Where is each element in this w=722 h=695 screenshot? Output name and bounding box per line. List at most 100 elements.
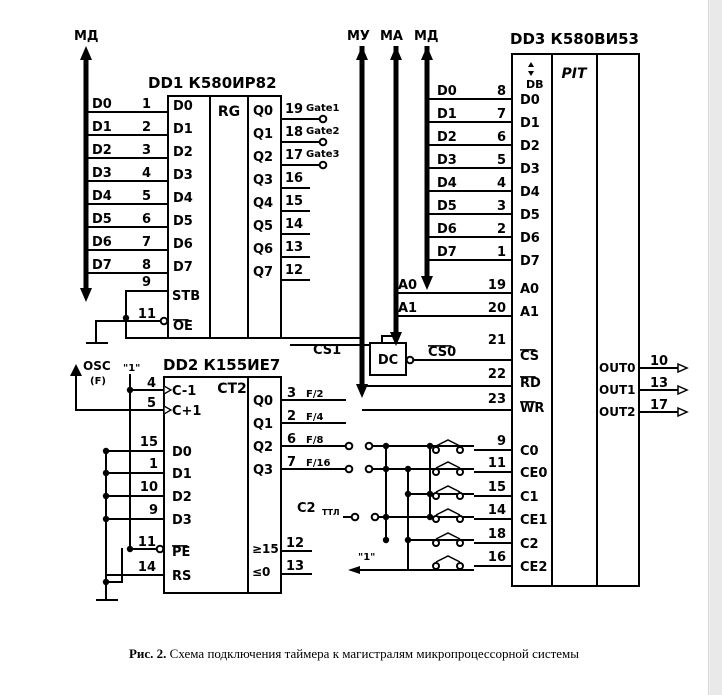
bus-ma-arrow-top <box>390 46 402 60</box>
dd2-output-2: Q2 <box>253 440 273 455</box>
dd1-output-pin-5: 14 <box>285 217 303 232</box>
dd2-output-1: Q1 <box>253 417 273 432</box>
matrix-junction-9 <box>382 536 390 544</box>
dd3-input-pin-2: 6 <box>497 130 506 145</box>
dd3-db-arrow-up <box>528 62 534 67</box>
dd2-data-pin-1: 1 <box>149 457 158 472</box>
matrix-junction-6 <box>426 490 434 498</box>
dd1-output-1: Q1 <box>253 127 273 142</box>
dd3-ctrl-pin-4: 18 <box>488 527 506 542</box>
dd2-data-2: D2 <box>172 490 192 505</box>
decoder-cs0: CS0 <box>428 345 456 360</box>
jumper-b-3 <box>456 515 464 523</box>
dd3-output-arrow-2 <box>677 406 689 418</box>
dd3-db: DB <box>526 78 544 91</box>
dd3-bus-line-1: D1 <box>437 107 457 122</box>
dd3-ctrl-1: CE0 <box>520 466 547 481</box>
dd3-input-pin-6: 2 <box>497 222 506 237</box>
jumper-link-5 <box>435 555 461 563</box>
dd2-data-1: D1 <box>172 467 192 482</box>
dd2-title: DD2 К155ИЕ7 <box>163 356 280 374</box>
dd2-ground-rail <box>105 451 123 583</box>
dd3-wr-pin: 23 <box>488 392 506 407</box>
dd2-pe: PE <box>172 545 190 560</box>
matrix-junction-3 <box>404 465 412 473</box>
dd1-type: RG <box>218 104 240 120</box>
dd1-bus-line-1: D1 <box>92 120 112 135</box>
caption-text: Схема подключения таймера к магистралям … <box>169 646 580 661</box>
dd3-input-pin-5: 3 <box>497 199 506 214</box>
bus-ma-arrow-bottom <box>390 332 402 346</box>
dd1-input-2: D2 <box>173 145 193 160</box>
dd2-carry-1: ≤0 <box>252 565 270 579</box>
dd3-input-6: D6 <box>520 231 540 246</box>
dd1-bus-line-3: D3 <box>92 166 112 181</box>
dd2-output-pin-2: 6 <box>287 432 296 447</box>
gate-terminal-2 <box>318 160 328 170</box>
jumper-b-0 <box>456 446 464 454</box>
dd3-title: DD3 К580ВИ53 <box>510 30 639 48</box>
dd1-input-3: D3 <box>173 168 193 183</box>
dd1-oe-pin: 11 <box>138 307 156 322</box>
matrix-junction-7 <box>426 513 434 521</box>
bus-md-left-arrow-top <box>80 46 92 60</box>
dd1-output-pin-7: 12 <box>285 263 303 278</box>
dd3-addr-pin-1: 20 <box>488 301 506 316</box>
dd3-ctrl-pin-1: 11 <box>488 456 506 471</box>
dd2-data-3: D3 <box>172 513 192 528</box>
dd2-type: CT2 <box>217 381 247 397</box>
dd1-input-pin-0: 1 <box>142 97 151 112</box>
dd3-input-pin-4: 4 <box>497 176 506 191</box>
c2ttl-main: C2 <box>297 501 316 516</box>
dd2-data-0: D0 <box>172 445 192 460</box>
bus-ma-label: МА <box>380 29 403 44</box>
dd3-input-2: D2 <box>520 139 540 154</box>
figure-caption: Рис. 2. Схема подключения таймера к маги… <box>0 646 708 662</box>
dd1-bus-line-5: D5 <box>92 212 112 227</box>
decoder-cs1: CS1 <box>313 343 341 358</box>
dd3-input-0: D0 <box>520 93 540 108</box>
dd3-bus-line-4: D4 <box>437 176 457 191</box>
dd3-output-arrow-0 <box>677 362 689 374</box>
dd3-input-1: D1 <box>520 116 540 131</box>
decoder-output-inversion <box>405 355 415 365</box>
dd2-output-3: Q3 <box>253 463 273 478</box>
matrix-junction-1 <box>382 465 390 473</box>
dd1-middle-section <box>209 95 249 339</box>
dd1-input-pin-7: 8 <box>142 258 151 273</box>
dd1-output-pin-4: 15 <box>285 194 303 209</box>
dd3-ctrl-0: C0 <box>520 444 539 459</box>
dd1-output-6: Q6 <box>253 242 273 257</box>
dd3-output-0: OUT0 <box>599 361 635 375</box>
dd1-input-pin-1: 2 <box>142 120 151 135</box>
jumper-link-3 <box>435 508 461 516</box>
dd1-input-5: D5 <box>173 214 193 229</box>
vertical-scrollbar[interactable] <box>710 0 722 695</box>
wires <box>75 46 678 601</box>
dd3-bus-line-5: D5 <box>437 199 457 214</box>
marks <box>70 46 689 586</box>
dd2-freq-2: F/8 <box>306 435 323 446</box>
dd3-bus-line-3: D3 <box>437 153 457 168</box>
gate-terminal-1 <box>318 137 328 147</box>
dd2-clk-0: C-1 <box>172 384 196 399</box>
dd1-output-0: Q0 <box>253 104 273 119</box>
dd3-input-pin-7: 1 <box>497 245 506 260</box>
dd2-freq-1: F/4 <box>306 412 323 423</box>
dd3-input-4: D4 <box>520 185 540 200</box>
dd3-type: PIT <box>561 66 587 82</box>
dd3-ctrl-pin-2: 15 <box>488 480 506 495</box>
dd1-input-6: D6 <box>173 237 193 252</box>
jumper-b-1 <box>456 468 464 476</box>
dd3-rd-pin: 22 <box>488 367 506 382</box>
dd2-clk-pin-1: 5 <box>147 396 156 411</box>
decoder-label: DC <box>378 353 398 368</box>
jumper-b-4 <box>456 539 464 547</box>
dd2-output-0: Q0 <box>253 394 273 409</box>
one-label-bottom: "1" <box>358 552 375 563</box>
dd1-output-5: Q5 <box>253 219 273 234</box>
jumper-link-0 <box>435 439 461 447</box>
dd1-stb-junction <box>122 314 130 322</box>
dd2-data-junction-1 <box>102 469 110 477</box>
